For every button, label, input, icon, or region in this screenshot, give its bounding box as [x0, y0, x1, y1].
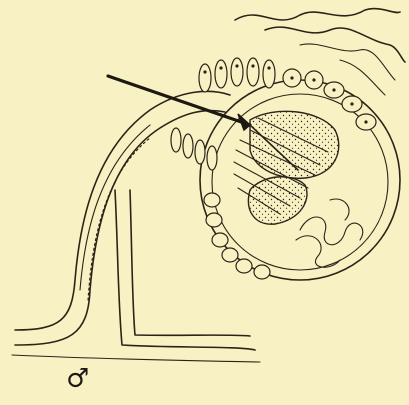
- inner-lobes: [234, 111, 339, 224]
- coiled-filaments: [296, 199, 363, 267]
- male-symbol: ♂: [66, 366, 89, 392]
- stalk: [12, 91, 260, 362]
